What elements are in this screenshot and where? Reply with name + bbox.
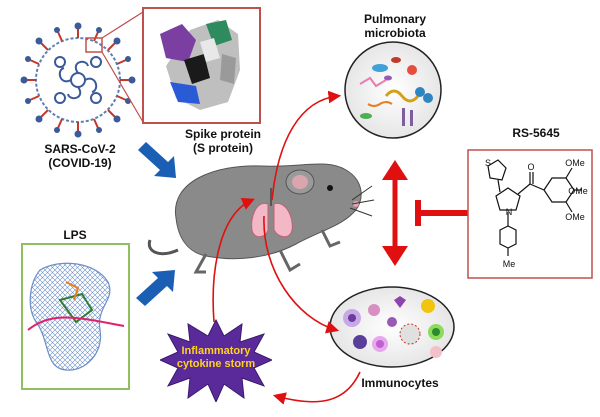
ome-top-label: OMe [565,158,585,168]
immunocytes-ellipse-icon [329,286,455,368]
starburst-icon [160,318,272,402]
blue-arrow-lps-icon [136,270,175,306]
rs5645-structure-diagram [467,149,593,279]
atom-o-label: O [527,162,535,172]
zoom-region-box [85,37,103,53]
spike-protein-label: Spike protein (S protein) [168,127,278,155]
microbiota-label: Pulmonary microbiota [340,12,450,40]
virus-name-text: SARS-CoV-2 [44,142,116,156]
storm-label: Inflammatory cytokine storm [160,345,272,371]
virus-name-label: SARS-CoV-2 (COVID-19) [20,142,140,170]
inhibition-bar-icon [415,200,470,226]
microbiota-line2-text: microbiota [364,26,426,40]
bidirectional-arrow-icon [382,160,408,266]
lps-structure-image [21,243,130,390]
storm-line1-text: Inflammatory [181,345,251,357]
spike-line1-text: Spike protein [184,127,261,141]
red-arrows-group [212,90,361,405]
methyl-label: Me [502,259,516,269]
ome-mid-label: OMe [568,186,588,196]
atom-s-label: S [484,158,491,168]
spike-line2-text: (S protein) [193,141,253,155]
lps-label: LPS [63,228,87,242]
cytokine-storm-badge: Inflammatory cytokine storm [160,318,272,402]
compound-name-label: RS-5645 [512,126,560,140]
immunocytes-label: Immunocytes [361,376,439,390]
spike-protein-structure-image [142,7,261,124]
atom-n-label: N [505,207,513,217]
blue-arrow-spike-icon [138,142,176,178]
microbiota-line1-text: Pulmonary [363,12,426,26]
virus-particle-icon [20,22,136,138]
ome-bottom-label: OMe [565,212,585,222]
microbiota-circle-icon [344,41,442,139]
storm-line2-text: cytokine storm [176,358,256,370]
virus-disease-text: (COVID-19) [48,156,112,170]
